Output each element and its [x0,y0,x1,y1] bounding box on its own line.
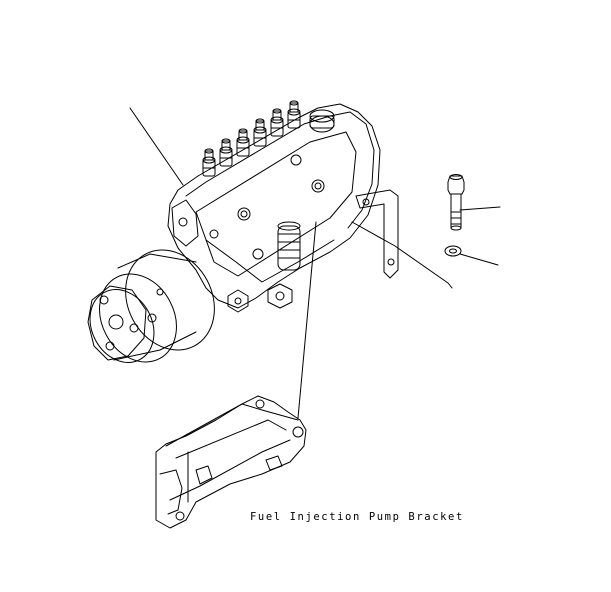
timer-housing-rear [125,249,215,351]
bracket-bolt-hole [175,511,185,521]
leader-line-bracket-mount [351,221,453,289]
timer-band-lower [113,331,197,361]
delivery-valve-holder [219,138,233,167]
pump-body-face [195,131,357,277]
coupling-face [89,289,155,363]
coupling-bolt [105,341,115,351]
diagram-caption: Fuel Injection Pump Bracket [250,511,464,523]
delivery-valve-holder [270,108,284,137]
bracket-foot [159,469,183,515]
timer-band [117,253,197,269]
governor-spring [277,221,301,271]
timer-fastener [147,313,157,323]
coupling-hub [108,314,124,330]
mounting-arm [355,189,399,279]
washer [444,245,462,257]
lower-nuts [227,283,293,313]
timer-fastener [156,288,164,296]
mounting-arm-hole-top [362,198,370,206]
delivery-valve-holder [287,100,301,129]
leader-lines [129,107,501,419]
bracket-rib [175,419,287,459]
side-fittings [209,154,325,260]
bracket-bolt-hole [255,399,265,409]
bolt-head [447,175,465,195]
coupling-bolt [129,323,139,333]
bracket-outline [155,395,307,529]
bolt [447,174,465,231]
coupling-bolt [99,295,109,305]
leader-line-bolt [459,206,501,211]
drive-coupling [87,249,215,363]
leader-line-washer [459,253,499,266]
pump-flange [171,199,199,247]
leader-line-bracket [297,221,317,419]
pump-lower-edge [205,239,335,283]
top-cap [309,109,335,133]
bracket-top-face [165,403,299,447]
pump-support-bracket [155,395,307,529]
delivery-valve-holders [202,100,301,177]
fuel-injection-pump [87,100,399,363]
coupling-flange [87,285,147,361]
pump-housing [167,103,381,309]
pump-top-ridge [185,115,331,197]
bolt-tip [450,225,462,231]
delivery-valve-holder [202,148,216,177]
delivery-valve-holder [236,128,250,157]
bracket-web [195,465,213,485]
flange-bolt-hole [178,217,188,227]
timer-housing-front [99,273,177,363]
bracket-web [265,455,283,471]
leader-line-pump [129,107,184,186]
pump-side-panel [329,111,375,229]
bracket-bolt-hole [292,426,304,438]
mounting-arm-hole [387,258,395,266]
bracket-inner-rib [169,439,291,501]
delivery-valve-holder [253,118,267,147]
